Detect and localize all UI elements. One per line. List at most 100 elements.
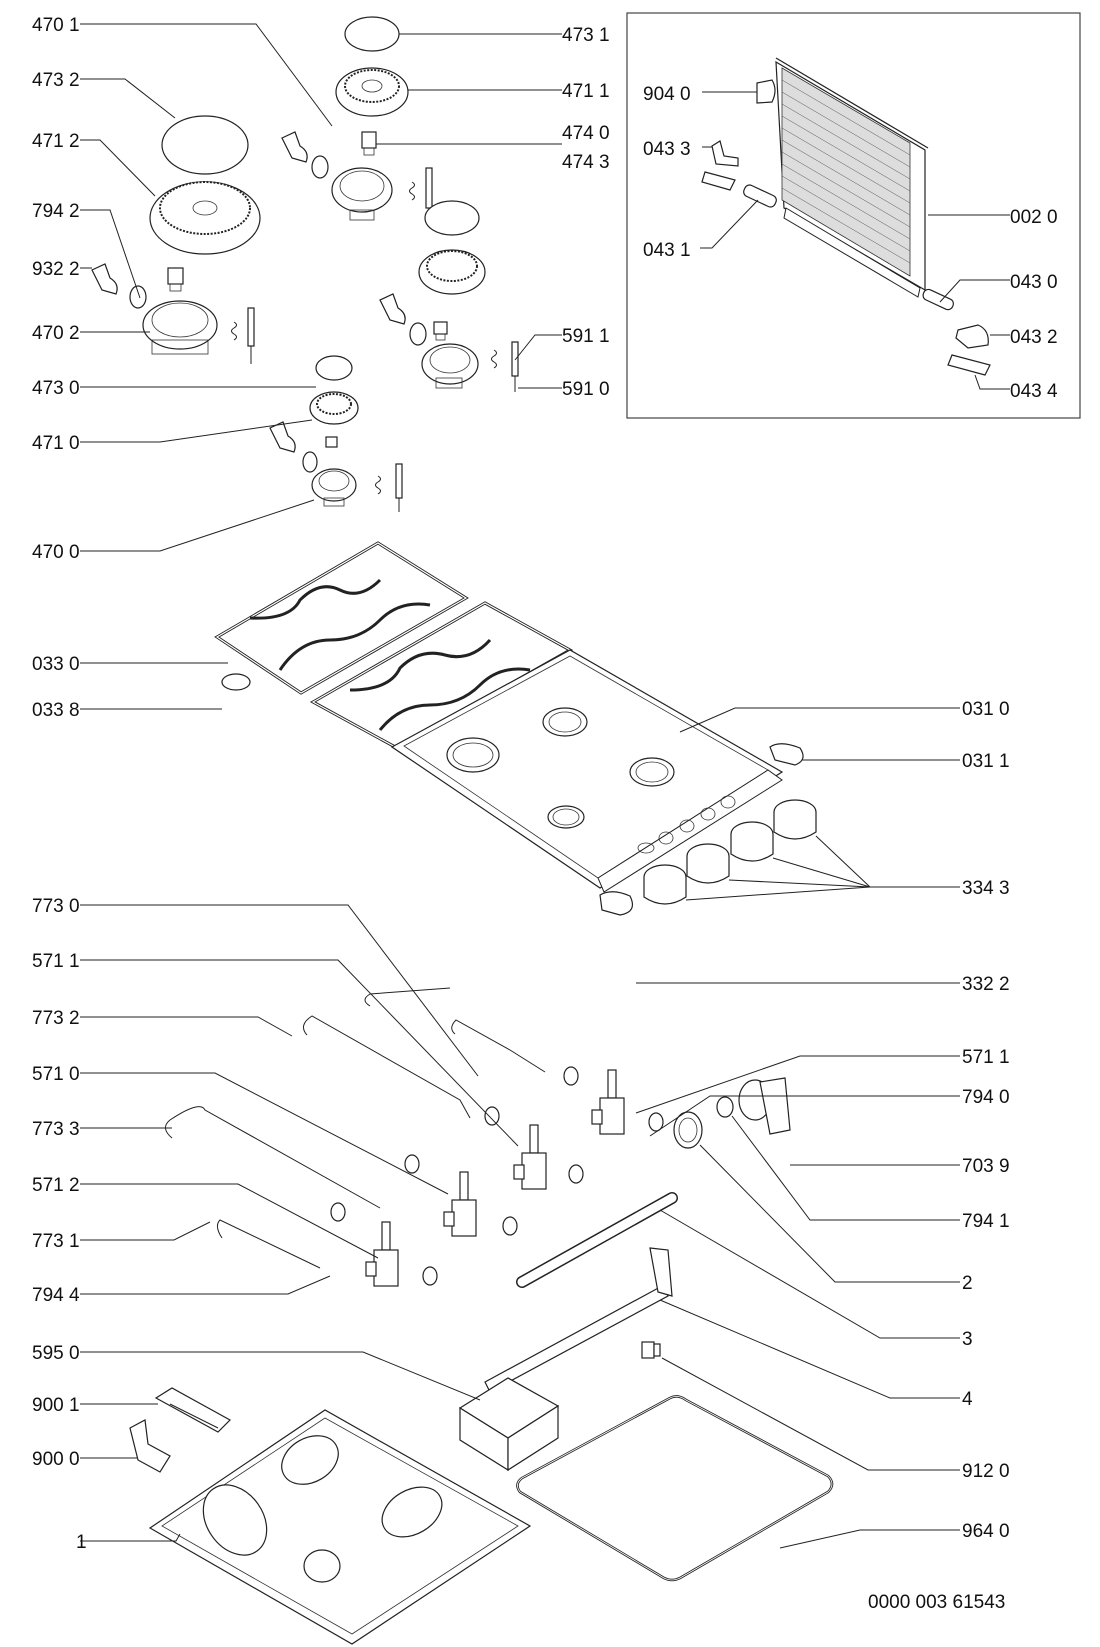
burner-spreader-part	[149, 181, 261, 255]
label-794-0: 794 0	[962, 1087, 1010, 1108]
label-703-9: 703 9	[962, 1156, 1010, 1177]
label-2: 2	[962, 1273, 973, 1294]
base-tray-part	[148, 1409, 532, 1645]
label-043-0: 043 0	[1010, 272, 1058, 293]
label-1: 1	[76, 1532, 87, 1553]
label-470-1: 470 1	[32, 15, 80, 36]
label-571-0: 571 0	[32, 1064, 80, 1085]
nut-part	[673, 1111, 703, 1149]
label-964-0: 964 0	[962, 1521, 1010, 1542]
gas-valve-part	[365, 1069, 625, 1287]
burner-base-part	[421, 343, 479, 389]
elbow-connector-part	[738, 1077, 791, 1135]
label-900-0: 900 0	[32, 1449, 80, 1470]
label-794-2: 794 2	[32, 201, 80, 222]
label-794-4: 794 4	[32, 1285, 80, 1306]
electrode-part	[231, 307, 255, 364]
label-932-2: 932 2	[32, 259, 80, 280]
label-471-0: 471 0	[32, 433, 80, 454]
manifold-bracket-part	[484, 1247, 673, 1393]
label-474-0: 474 0	[562, 123, 610, 144]
label-571-1-left: 571 1	[32, 951, 80, 972]
cover-plug-part	[769, 743, 804, 766]
glass-lid-inset: 904 0 043 3 043 1 002 0 043 0 043 2 043 …	[626, 12, 1081, 419]
cover-plug-part	[599, 891, 633, 916]
label-033-8: 033 8	[32, 700, 80, 721]
injector-part	[361, 131, 377, 156]
label-773-3: 773 3	[32, 1119, 80, 1140]
burner-parts	[91, 16, 519, 512]
label-043-4: 043 4	[1010, 381, 1058, 402]
burner-base-part	[311, 468, 357, 507]
electrode-part	[375, 463, 403, 512]
seal-ring-part	[311, 155, 329, 179]
fixing-bracket-part	[129, 1387, 231, 1473]
label-471-2: 471 2	[32, 131, 80, 152]
left-labels: 470 1 473 2 471 2 794 2 932 2 470 2 473 …	[32, 15, 87, 1553]
burner-spreader-part	[309, 391, 359, 425]
label-002-0: 002 0	[1010, 207, 1058, 228]
label-473-0: 473 0	[32, 378, 80, 399]
seal-ring-part	[302, 451, 318, 473]
label-571-1-right: 571 1	[962, 1047, 1010, 1068]
end-cap-part	[756, 79, 776, 104]
burner-base-part	[142, 300, 218, 355]
burner-cap-part	[315, 355, 353, 381]
label-031-1: 031 1	[962, 751, 1010, 772]
clip-part	[91, 263, 118, 295]
burner-cap-part	[344, 16, 400, 52]
electrode-part	[491, 341, 519, 392]
label-033-0: 033 0	[32, 654, 80, 675]
injector-part	[433, 321, 448, 341]
gasket-part	[516, 1395, 834, 1582]
label-043-1: 043 1	[643, 240, 691, 261]
burner-spreader-part	[335, 67, 409, 117]
label-043-2: 043 2	[1010, 327, 1058, 348]
label-900-1: 900 1	[32, 1395, 80, 1416]
label-571-2: 571 2	[32, 1175, 80, 1196]
label-4: 4	[962, 1389, 973, 1410]
rubber-foot-part	[221, 673, 251, 691]
clip-part	[269, 421, 296, 453]
label-334-3: 334 3	[962, 878, 1010, 899]
label-591-1: 591 1	[562, 326, 610, 347]
label-473-2: 473 2	[32, 70, 80, 91]
label-474-3: 474 3	[562, 152, 610, 173]
burner-base-part	[331, 167, 393, 221]
seal-ring-part	[330, 1066, 734, 1286]
glass-lid-panel	[775, 57, 929, 298]
label-595-0: 595 0	[32, 1343, 80, 1364]
clip-part	[281, 131, 308, 163]
right-labels: 473 1 471 1 474 0 474 3 591 1 591 0 031 …	[562, 25, 1010, 1542]
label-043-3: 043 3	[643, 139, 691, 160]
label-794-1: 794 1	[962, 1211, 1010, 1232]
label-912-0: 912 0	[962, 1461, 1010, 1482]
label-3: 3	[962, 1329, 973, 1350]
control-knob-part	[643, 799, 817, 905]
inset-frame	[626, 12, 1081, 419]
hinge-right-part	[922, 288, 991, 376]
label-473-1: 473 1	[562, 25, 610, 46]
label-031-0: 031 0	[962, 699, 1010, 720]
clip-part	[379, 293, 406, 325]
label-471-1: 471 1	[562, 81, 610, 102]
drawing-number: 0000 003 61543	[868, 1592, 1005, 1613]
burner-spreader-part	[418, 249, 486, 295]
label-773-1: 773 1	[32, 1231, 80, 1252]
label-591-0: 591 0	[562, 379, 610, 400]
screw-part	[641, 1341, 661, 1359]
label-332-2: 332 2	[962, 974, 1010, 995]
label-904-0: 904 0	[643, 84, 691, 105]
seal-ring-part	[129, 285, 147, 309]
seal-ring-part	[409, 322, 427, 346]
label-773-2: 773 2	[32, 1008, 80, 1029]
hinge-left-part	[701, 140, 777, 208]
label-773-0: 773 0	[32, 896, 80, 917]
hob-top-part	[390, 649, 784, 893]
burner-cap-part	[161, 115, 249, 175]
label-470-2: 470 2	[32, 323, 80, 344]
ignition-unit-part	[458, 1377, 560, 1472]
label-470-0: 470 0	[32, 542, 80, 563]
injector-part	[167, 267, 184, 292]
